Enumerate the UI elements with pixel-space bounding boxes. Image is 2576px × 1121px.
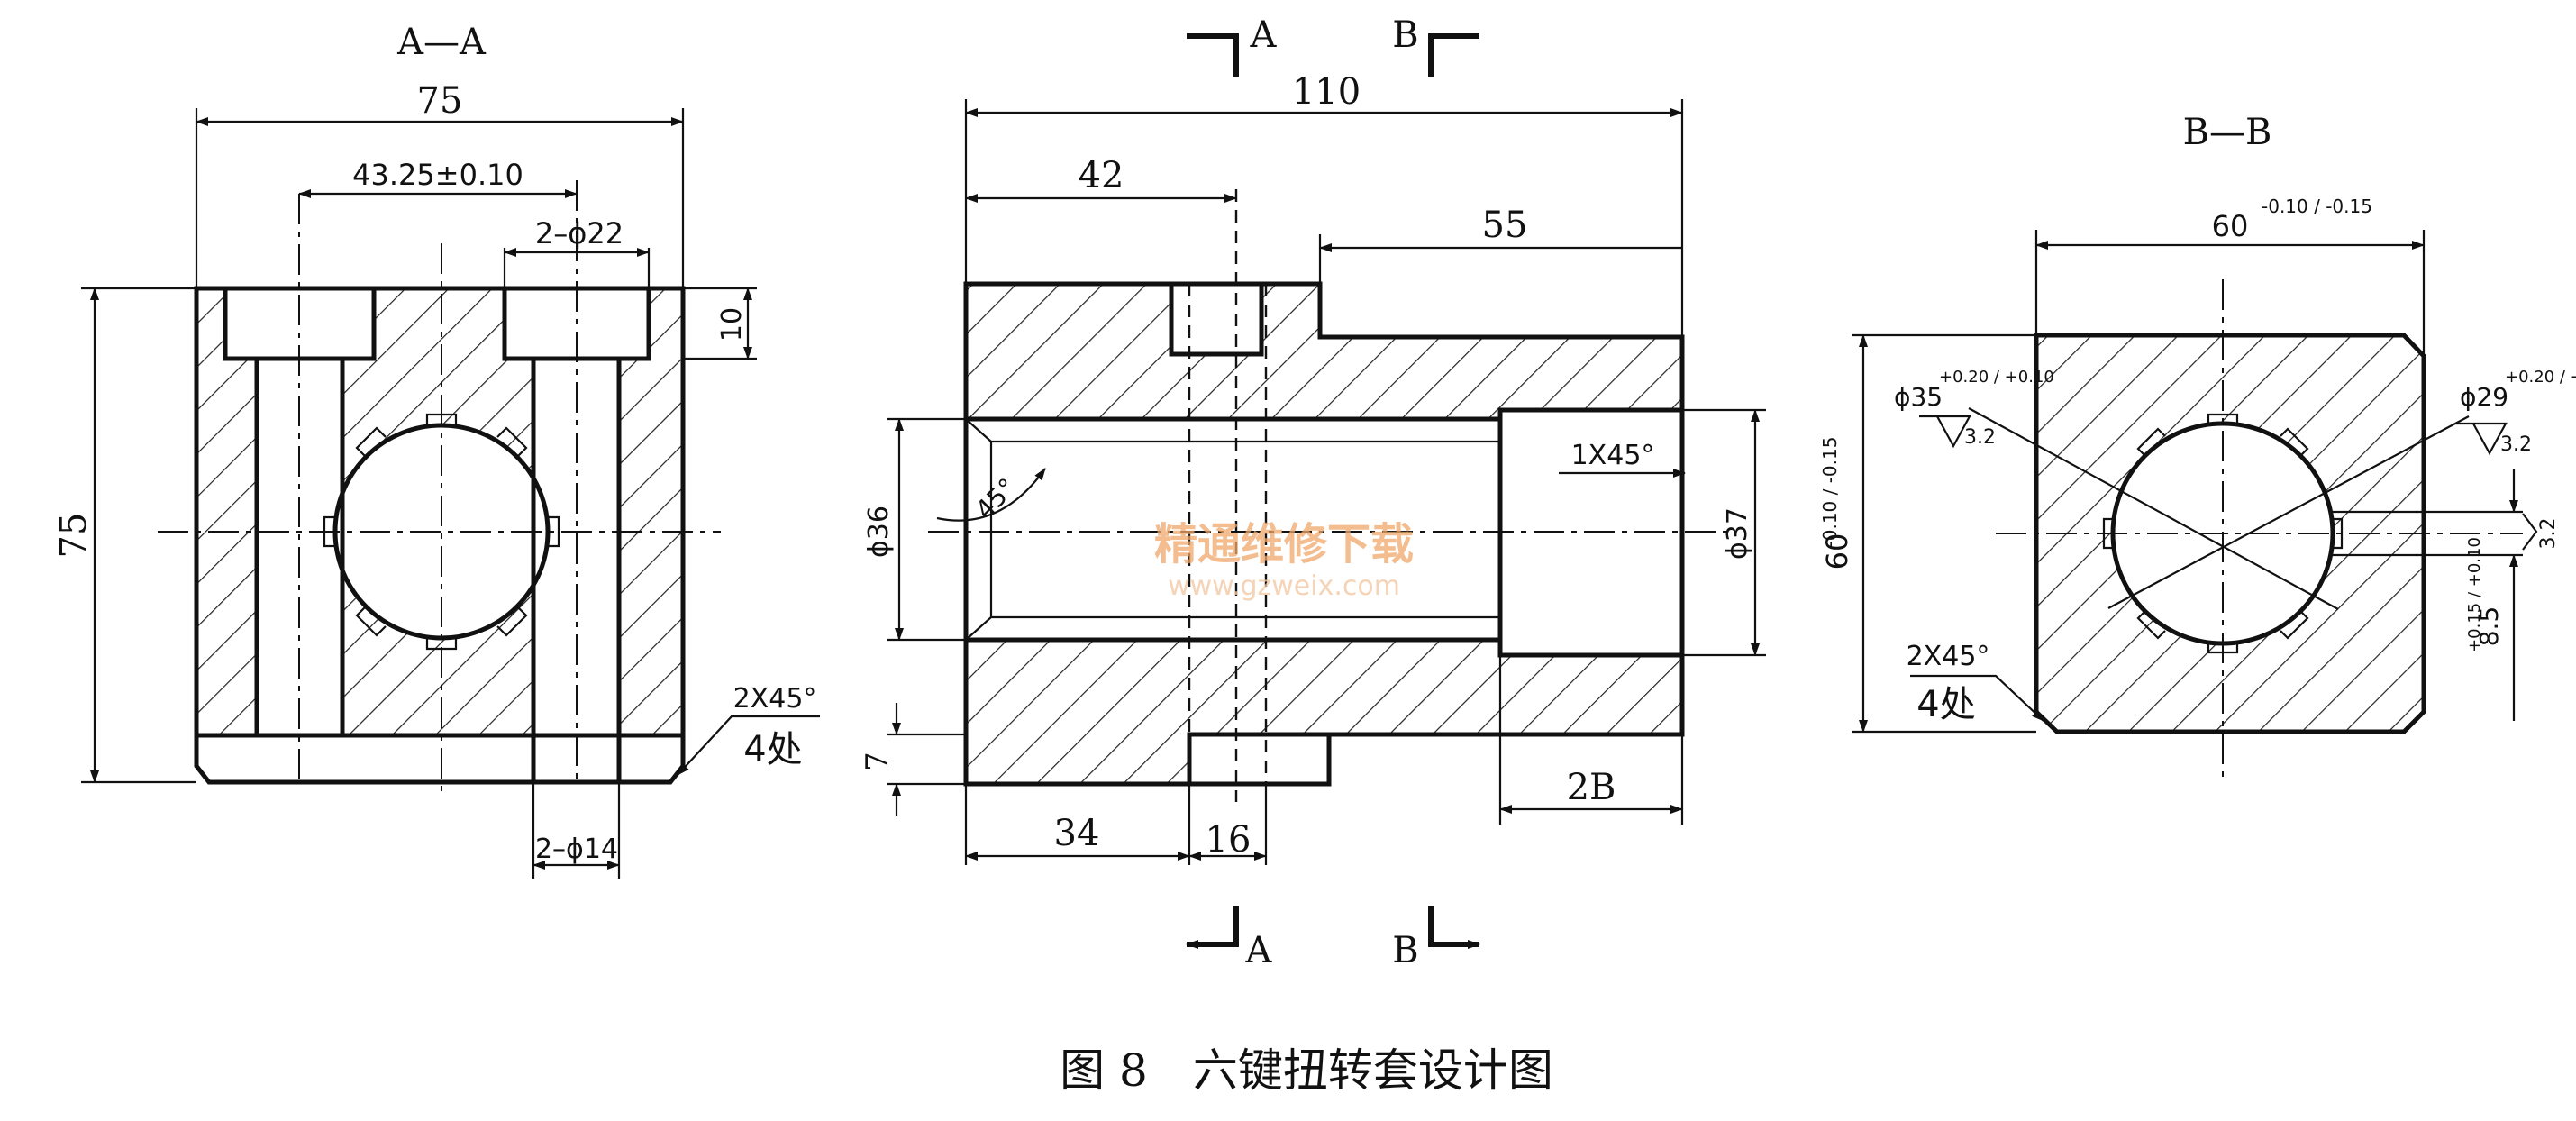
main-slot-pos-dim: 34 (1054, 813, 1100, 854)
figure-caption: 图 8 六键扭转套设计图 (1060, 1044, 1553, 1097)
main-step-length-dim: 55 (1482, 205, 1528, 246)
view-a-hole-spacing-dim: 43.25±0.10 (352, 158, 523, 192)
view-a-through-hole-dim: 2–ϕ14 (535, 834, 618, 865)
view-b-roughness-3: 3.2 (2537, 518, 2560, 550)
watermark-url: www.gzweix.com (1168, 570, 1400, 602)
view-a-counterbore-depth-dim: 10 (716, 307, 748, 342)
view-main-section (887, 33, 1766, 949)
main-counterbore-depth-dim: 2B (1567, 767, 1616, 808)
view-b-key-tol: +0.15 / +0.10 (2465, 537, 2484, 652)
view-a-width-dim: 75 (417, 80, 463, 122)
view-b-chamfer-count: 4处 (1916, 684, 1975, 725)
view-b-chamfer-dim: 2X45° (1907, 641, 1990, 672)
section-b-mark-bottom: B (1392, 930, 1418, 971)
view-b-width-tol: -0.10 / -0.15 (2262, 196, 2372, 217)
view-b-height-dim: 60 (1820, 533, 1854, 570)
view-b-title: B—B (2183, 112, 2272, 153)
watermark-text: 精通维修下载 (1154, 519, 1414, 570)
main-bore-dia-dim: ϕ36 (863, 506, 895, 558)
main-chamfer-dim: 1X45° (1571, 440, 1655, 471)
view-b-section (1852, 230, 2538, 784)
view-a-section (81, 108, 820, 879)
main-length-dim: 110 (1292, 71, 1361, 113)
view-b-roughness-2: 3.2 (2500, 433, 2532, 456)
view-b-dia-inner-dim: ϕ35 (1894, 382, 1943, 412)
view-b-key-width-dim: 8.5 (2474, 606, 2504, 647)
view-b-width-dim: 60 (2212, 209, 2249, 243)
view-a-title: A—A (396, 22, 487, 63)
section-a-mark-top: A (1250, 14, 1278, 56)
main-section-a-dim: 42 (1079, 155, 1124, 196)
main-step-height-dim: 7 (860, 752, 896, 771)
view-b-dia-outer-dim: ϕ29 (2460, 382, 2508, 412)
splined-bore (335, 425, 548, 638)
view-a-height-dim: 75 (53, 513, 95, 559)
view-b-dia-inner-tol: +0.20 / +0.10 (1939, 368, 2054, 387)
section-a-mark-bottom: A (1245, 930, 1273, 971)
view-a-counterbore-dim: 2–ϕ22 (535, 216, 624, 251)
view-a-chamfer-count: 4处 (743, 729, 802, 770)
view-a-chamfer-dim: 2X45° (733, 683, 817, 715)
main-counterbore-dia-dim: ϕ37 (1722, 507, 1753, 560)
main-slot-width-dim: 16 (1206, 819, 1252, 861)
view-b-roughness-1: 3.2 (1964, 426, 1996, 449)
view-b-dia-outer-tol: +0.20 / +0.10 (2505, 368, 2576, 387)
view-b-height-tol: -0.10 / -0.15 (1819, 437, 1841, 548)
section-b-mark-top: B (1392, 14, 1418, 56)
